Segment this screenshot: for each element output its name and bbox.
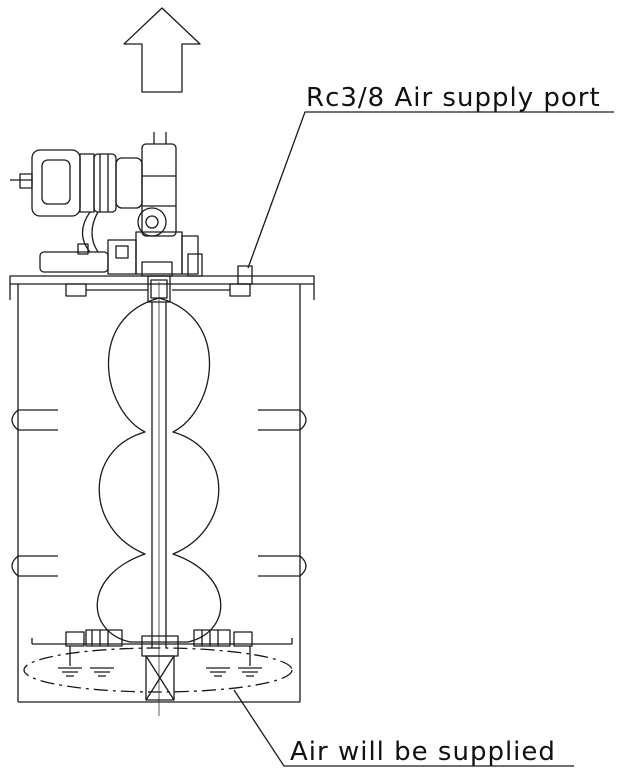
spiral-impeller: [96, 297, 222, 643]
air-supplied-leader: [233, 689, 574, 767]
drum-body: [9, 275, 315, 703]
bottom-assembly: [31, 629, 293, 701]
air-supplied-label: Air will be supplied: [290, 737, 556, 767]
agitator-shaft: [147, 275, 171, 716]
air-supply-port-label: Rc3/8 Air supply port: [306, 83, 601, 113]
air-supply-port-leader: [247, 111, 614, 269]
air-supply-fitting: [237, 265, 253, 285]
lid-brackets: [65, 283, 251, 297]
air-zone-outline: [23, 647, 293, 693]
up-arrow-icon: [123, 7, 201, 93]
motor-assembly: [10, 132, 203, 277]
